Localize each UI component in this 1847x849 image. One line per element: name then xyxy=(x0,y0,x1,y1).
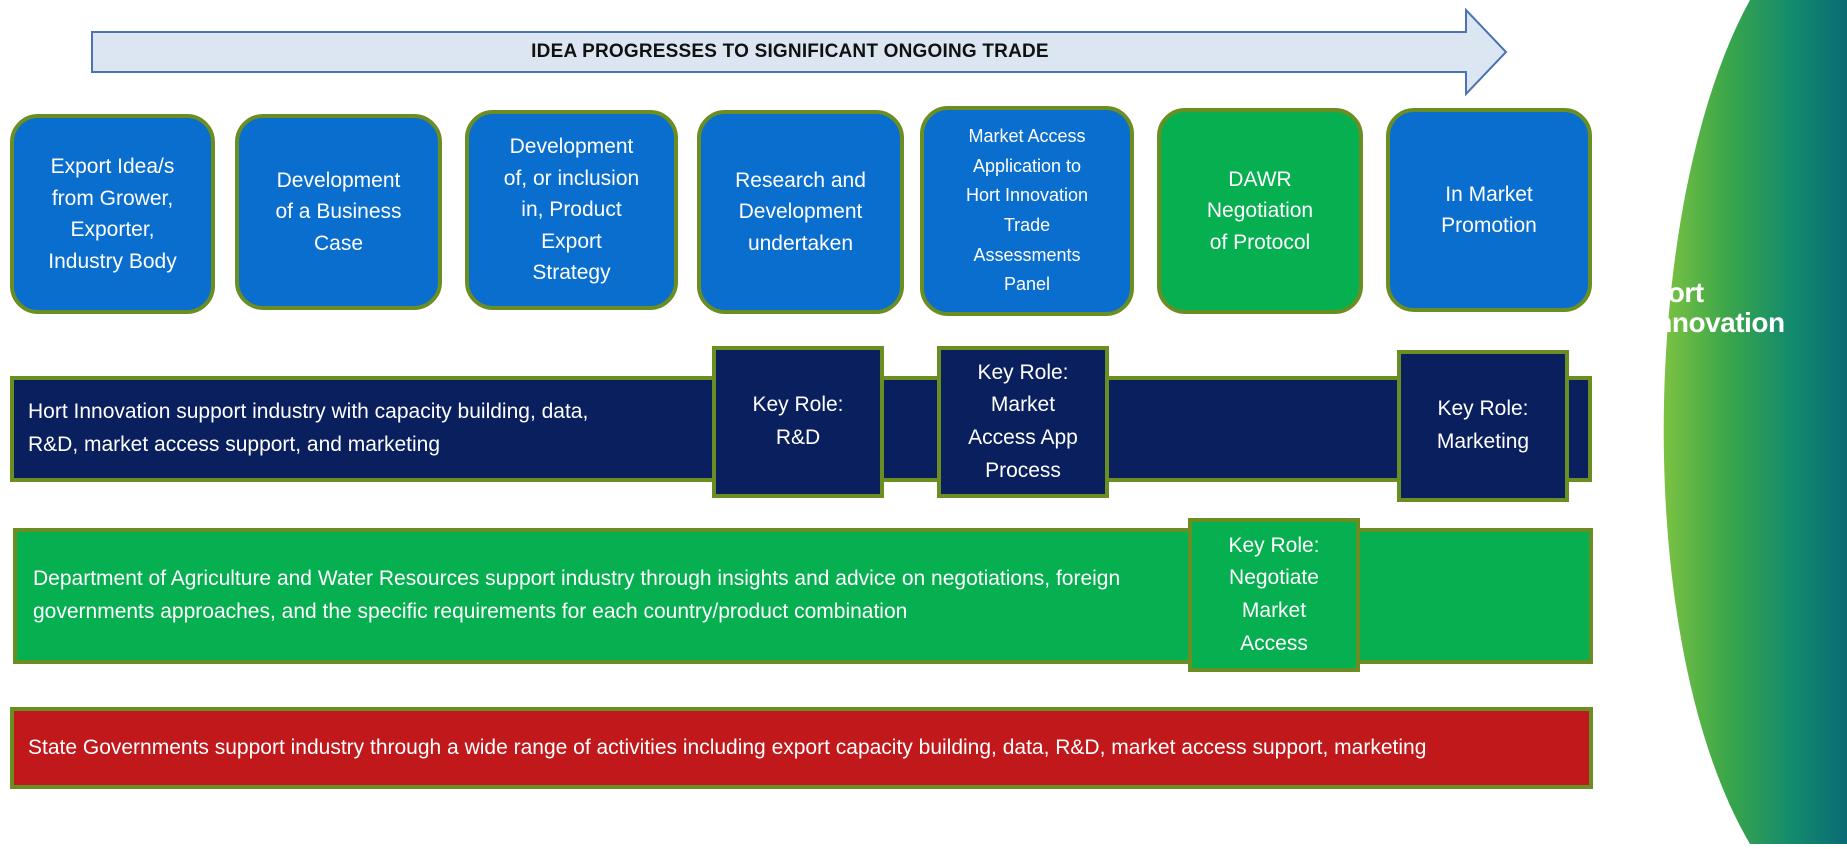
state-governments-support-text: State Governments support industry throu… xyxy=(28,735,1427,759)
key-role-negotiate-market-access: Key Role: Negotiate Market Access xyxy=(1188,518,1360,672)
key-role-market-access-app: Key Role: Market Access App Process xyxy=(937,346,1109,498)
arrow-label: IDEA PROGRESSES TO SIGNIFICANT ONGOING T… xyxy=(531,41,1049,62)
step-label: DAWR Negotiation of Protocol xyxy=(1206,167,1314,254)
key-role-marketing: Key Role: Marketing xyxy=(1397,350,1569,502)
step-label: Export Idea/s from Grower, Exporter, Ind… xyxy=(48,155,177,273)
dawr-support-text: Department of Agriculture and Water Reso… xyxy=(33,567,1121,623)
key-role-negotiate-text: Key Role: Negotiate Market Access xyxy=(1228,533,1320,655)
progress-arrow: IDEA PROGRESSES TO SIGNIFICANT ONGOING T… xyxy=(90,8,1510,96)
step-in-market-promotion: In Market Promotion xyxy=(1386,108,1592,312)
step-label: Development of a Business Case xyxy=(275,168,402,255)
key-role-rd-text: Key Role: R&D xyxy=(752,393,844,449)
step-market-access-application: Market Access Application to Hort Innova… xyxy=(920,106,1134,316)
logo-line-2: Innovation xyxy=(1648,307,1785,338)
key-role-marketing-text: Key Role: Marketing xyxy=(1436,397,1530,453)
hort-innovation-support-text: Hort Innovation support industry with ca… xyxy=(28,400,589,456)
step-export-idea: Export Idea/s from Grower, Exporter, Ind… xyxy=(10,114,215,314)
brand-panel xyxy=(1620,0,1847,844)
step-label: Research and Development undertaken xyxy=(735,168,866,255)
step-label: In Market Promotion xyxy=(1441,182,1537,238)
hort-innovation-logo: Hort Innovation xyxy=(1648,278,1785,338)
step-dawr-negotiation: DAWR Negotiation of Protocol xyxy=(1157,108,1363,314)
key-role-rd: Key Role: R&D xyxy=(712,346,884,498)
step-label: Market Access Application to Hort Innova… xyxy=(965,125,1089,295)
step-export-strategy: Development of, or inclusion in, Product… xyxy=(465,110,678,310)
state-governments-support-bar: State Governments support industry throu… xyxy=(10,707,1593,789)
brand-gradient-shape xyxy=(1663,0,1847,844)
step-label: Development of, or inclusion in, Product… xyxy=(503,135,640,285)
key-role-market-access-text: Key Role: Market Access App Process xyxy=(968,360,1078,482)
logo-line-1: Hort xyxy=(1648,277,1704,308)
step-research-development: Research and Development undertaken xyxy=(697,110,904,314)
step-business-case: Development of a Business Case xyxy=(235,114,442,310)
arrow-shape xyxy=(91,8,1508,96)
